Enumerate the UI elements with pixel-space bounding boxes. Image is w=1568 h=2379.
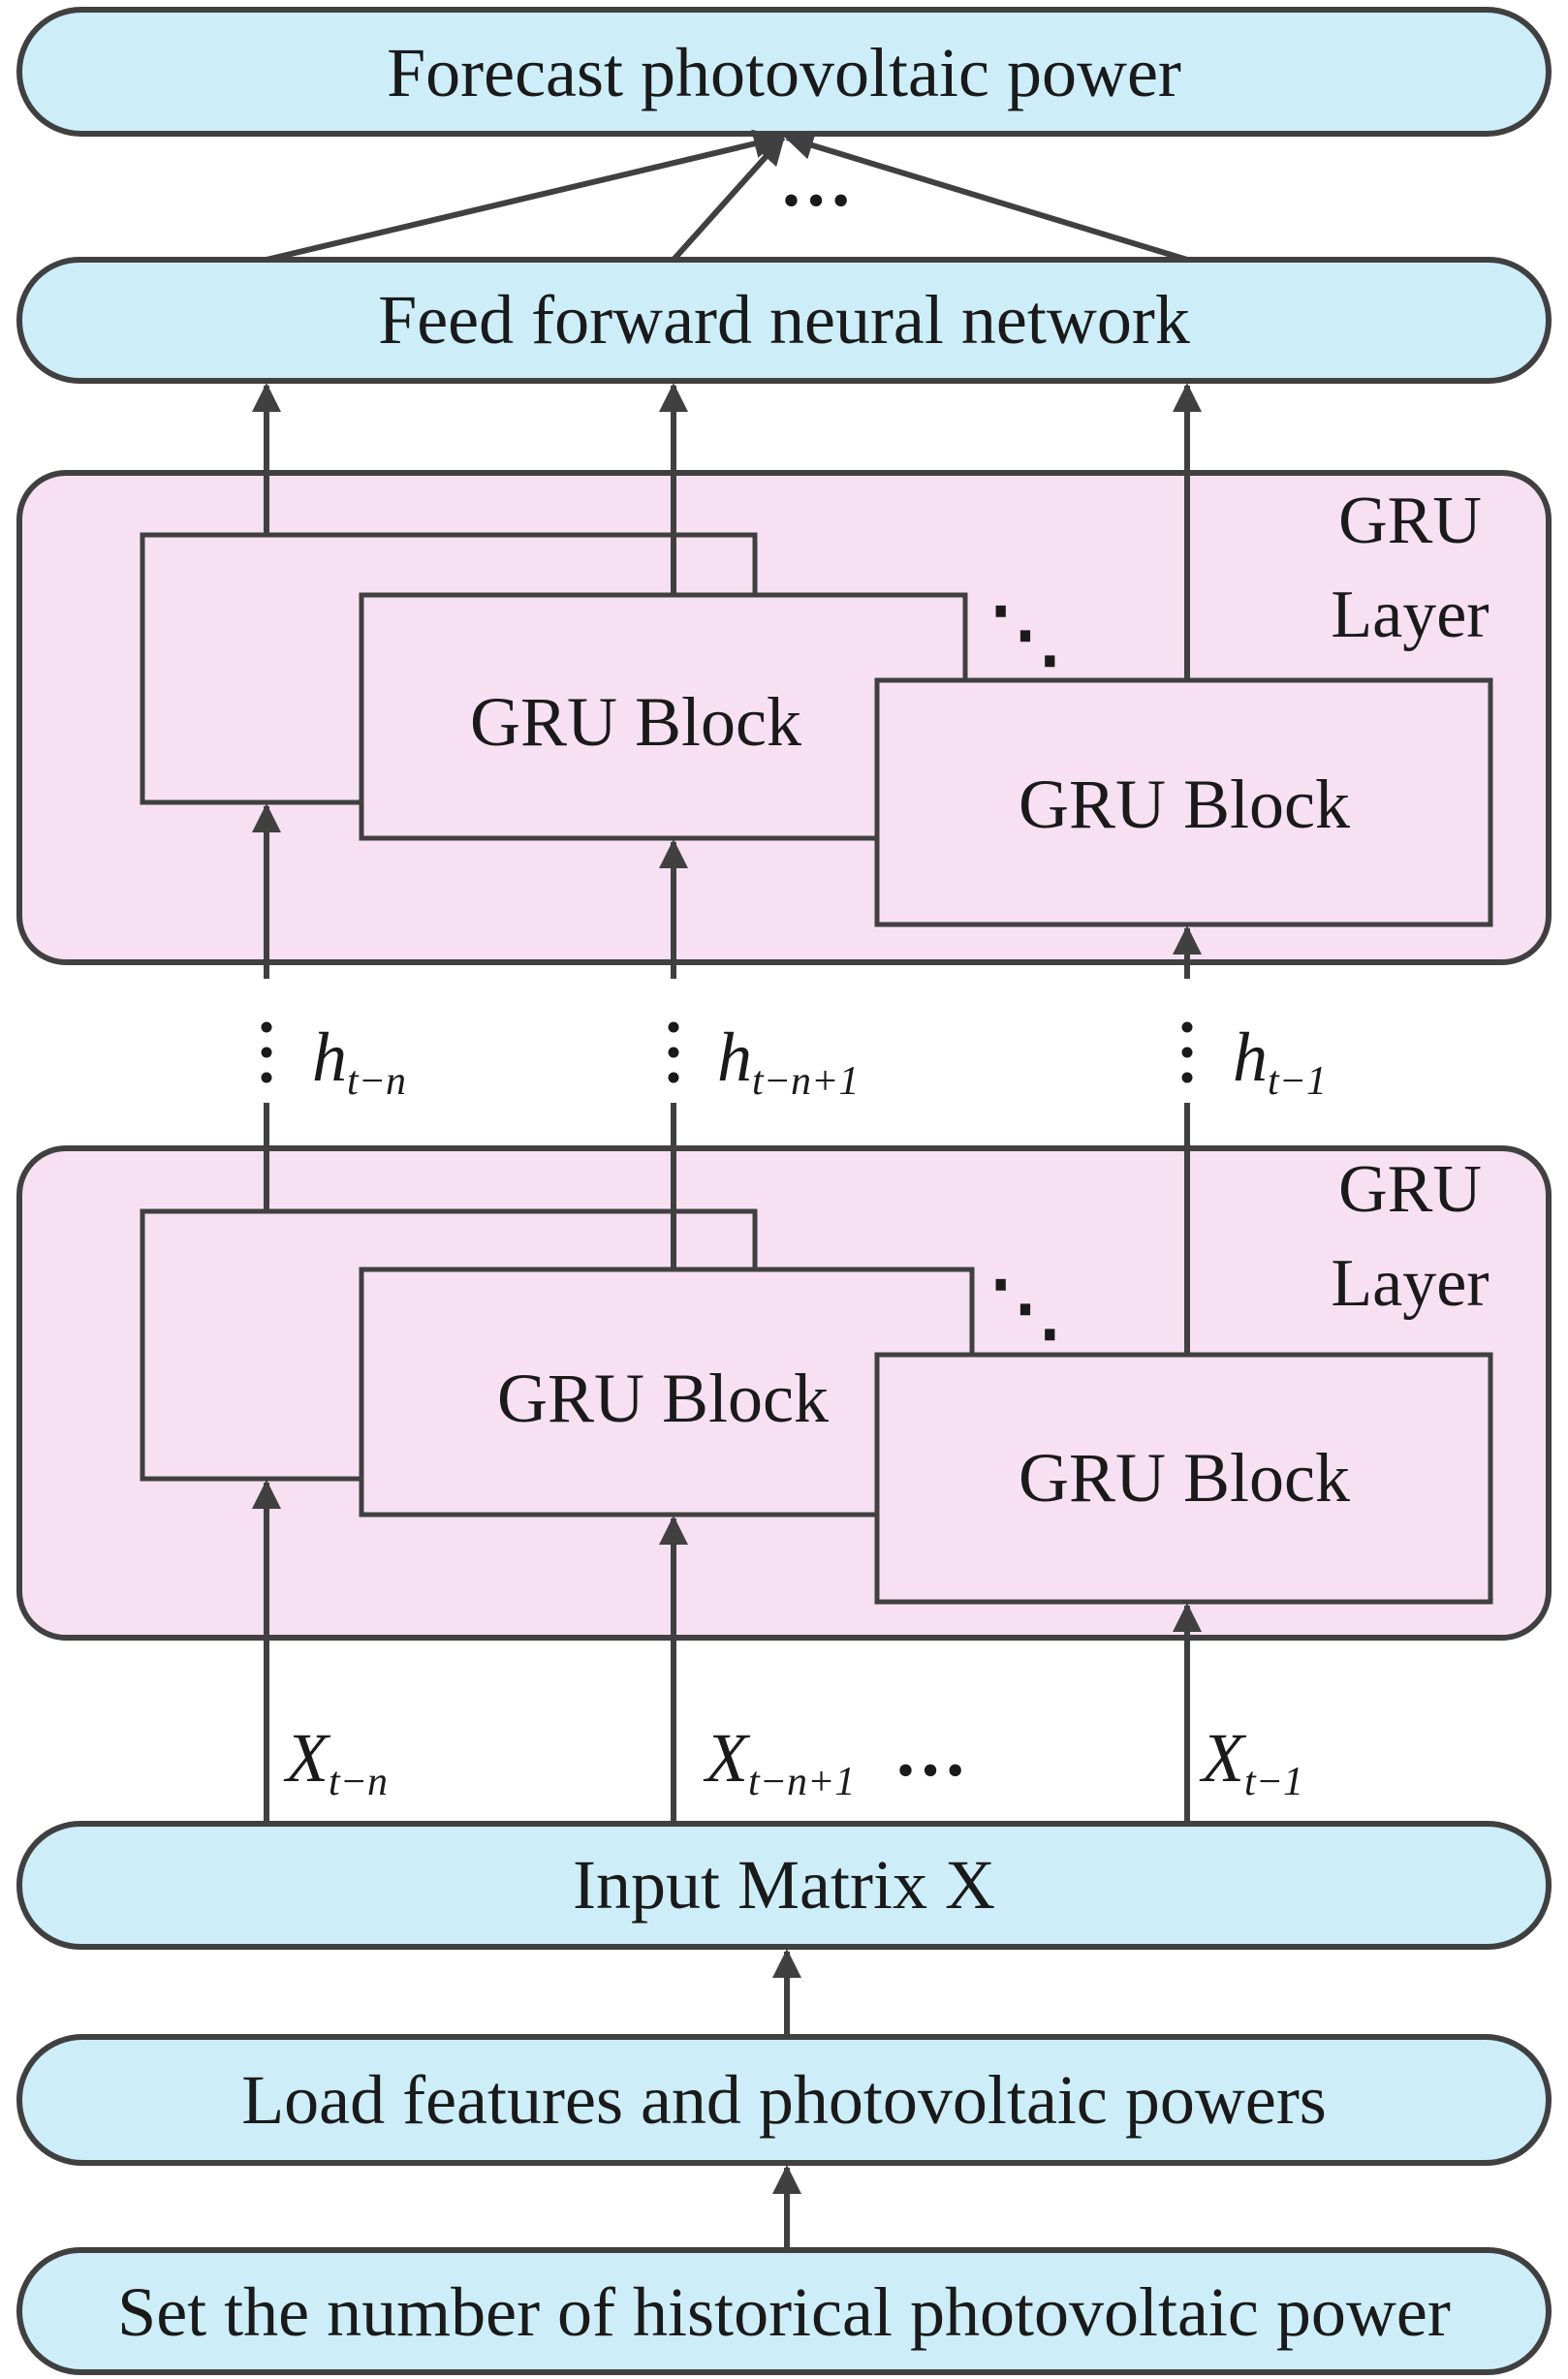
gru-block-upper-front-label: GRU Block bbox=[1019, 766, 1350, 843]
gru-block-upper-mid-label: GRU Block bbox=[470, 683, 801, 761]
gru-layer-lower-label-line2: Layer bbox=[1331, 1246, 1489, 1321]
hidden-state-connections: ht−n ht−n+1 ht−1 bbox=[252, 803, 1327, 1355]
arrow-ffnn-forecast-left bbox=[266, 129, 783, 263]
forecast-node: Forecast photovoltaic power bbox=[16, 7, 1552, 137]
forecast-ellipsis: … bbox=[779, 141, 853, 222]
hidden-label-t-n-plus-1: ht−n+1 bbox=[717, 1018, 859, 1104]
gru-layer-lower-label-line1: GRU bbox=[1338, 1152, 1482, 1227]
gru-block-upper-front bbox=[874, 677, 1493, 927]
load-features-label: Load features and photovoltaic powers bbox=[241, 2061, 1327, 2139]
gru-layer-lower-diag-ellipsis: ⋱ bbox=[988, 1268, 1062, 1349]
gru-block-lower-mid-label: GRU Block bbox=[497, 1360, 829, 1437]
gru-layer-upper-label-line1: GRU bbox=[1338, 484, 1482, 558]
input-label-t-n: Xt−n bbox=[283, 1719, 388, 1804]
hidden-label-t-n: ht−n bbox=[312, 1018, 406, 1104]
gru-block-lower-front-label: GRU Block bbox=[1019, 1439, 1350, 1517]
set-number-label: Set the number of historical photovoltai… bbox=[117, 2273, 1451, 2351]
gru-block-lower-front bbox=[874, 1352, 1493, 1605]
ffnn-label: Feed forward neural network bbox=[378, 281, 1190, 359]
gru-layer-upper: GRU Layer GRU Block ⋱ GRU Block bbox=[16, 470, 1552, 965]
input-matrix-node: Input Matrix X bbox=[16, 1821, 1552, 1950]
input-ellipsis: … bbox=[894, 1710, 967, 1792]
gru-block-lower-mid bbox=[359, 1267, 975, 1518]
ffnn-to-forecast-arrows: … bbox=[266, 129, 1188, 263]
input-label-t-n-plus-1: Xt−n+1 bbox=[703, 1719, 855, 1804]
arrow-ffnn-forecast-mid bbox=[671, 135, 786, 263]
input-matrix-label: Input Matrix X bbox=[573, 1846, 995, 1924]
gru-to-ffnn-arrows bbox=[252, 383, 1202, 680]
forecast-label: Forecast photovoltaic power bbox=[387, 34, 1181, 111]
gru-block-upper-mid bbox=[359, 592, 968, 841]
arrow-ffnn-forecast-right bbox=[784, 131, 1188, 263]
gru-layer-upper-diag-ellipsis: ⋱ bbox=[988, 594, 1062, 675]
load-features-node: Load features and photovoltaic powers bbox=[16, 2034, 1552, 2166]
set-number-node: Set the number of historical photovoltai… bbox=[16, 2247, 1552, 2375]
gru-layer-lower: GRU Layer GRU Block ⋱ GRU Block bbox=[16, 1145, 1552, 1641]
input-label-t-1: Xt−1 bbox=[1199, 1719, 1303, 1804]
input-to-gru-arrows: Xt−n Xt−n+1 … Xt−1 bbox=[252, 1480, 1303, 1824]
ffnn-node: Feed forward neural network bbox=[16, 257, 1552, 384]
hidden-label-t-1: ht−1 bbox=[1233, 1018, 1327, 1104]
gru-layer-upper-label-line2: Layer bbox=[1331, 578, 1489, 652]
